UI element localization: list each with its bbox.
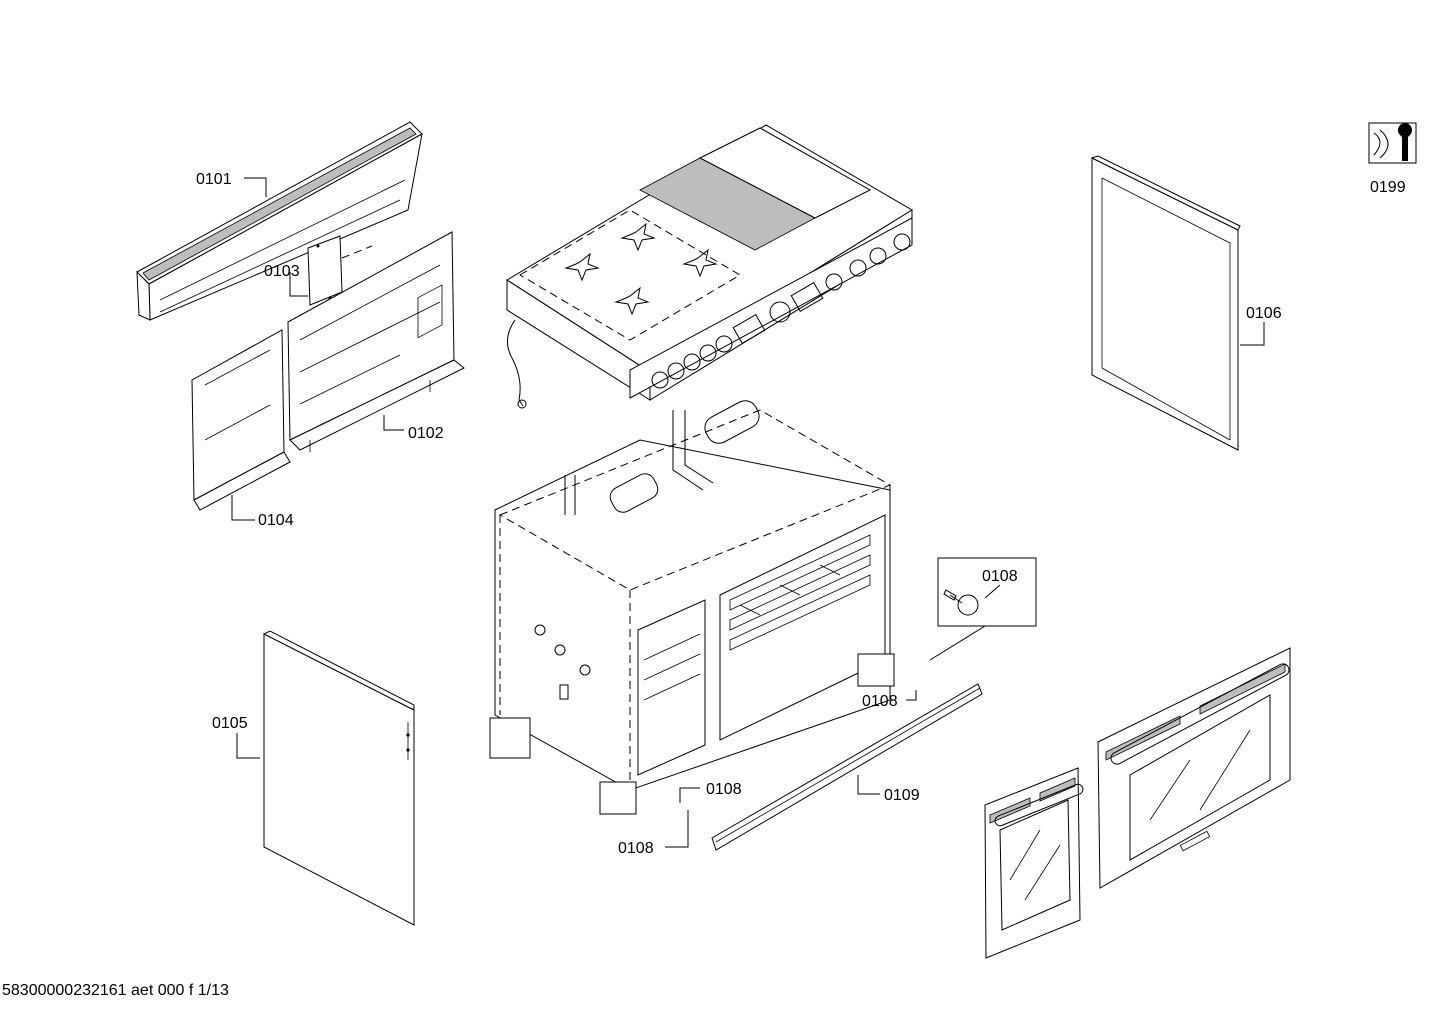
label-0101: 0101 [196, 171, 232, 188]
label-0108-center: 0108 [706, 781, 742, 798]
service-wrench-icon[interactable] [1368, 122, 1417, 164]
part-0106-right-side-panel[interactable] [1090, 155, 1241, 451]
part-0101-backguard[interactable] [136, 121, 423, 321]
burner-icon [564, 222, 718, 316]
small-oven-door [984, 767, 1084, 959]
label-0104: 0104 [258, 512, 294, 529]
range-body-chassis [489, 400, 895, 815]
label-0103: 0103 [264, 263, 300, 280]
cooktop-assembly [506, 124, 913, 409]
part-0102-back-panel[interactable] [287, 231, 465, 452]
oven-racks [729, 534, 871, 651]
label-0108-right-foot: 0108 [862, 693, 898, 710]
label-0199: 0199 [1370, 179, 1406, 196]
convection-fan-icon [609, 400, 760, 513]
leader-lines [231, 177, 1265, 848]
label-0106: 0106 [1246, 305, 1282, 322]
large-oven-door [1097, 647, 1291, 889]
label-0108-detail: 0108 [982, 568, 1018, 585]
label-0108-bottom: 0108 [618, 840, 654, 857]
leveling-foot-icon [943, 589, 979, 616]
label-0102: 0102 [408, 425, 444, 442]
control-knobs [651, 233, 911, 389]
document-id-footer: 58300000232161 aet 000 f 1/13 [2, 982, 229, 999]
label-0105: 0105 [212, 715, 248, 732]
part-0108-detail[interactable] [929, 557, 1037, 661]
part-labels: 0101 0103 0102 0104 0105 0106 0108 0108 … [196, 171, 1406, 857]
label-0109: 0109 [884, 787, 920, 804]
part-0105-left-side-panel[interactable] [262, 630, 415, 926]
part-0104-inner-panel[interactable] [191, 329, 291, 511]
part-0109-kickplate[interactable] [711, 683, 983, 851]
